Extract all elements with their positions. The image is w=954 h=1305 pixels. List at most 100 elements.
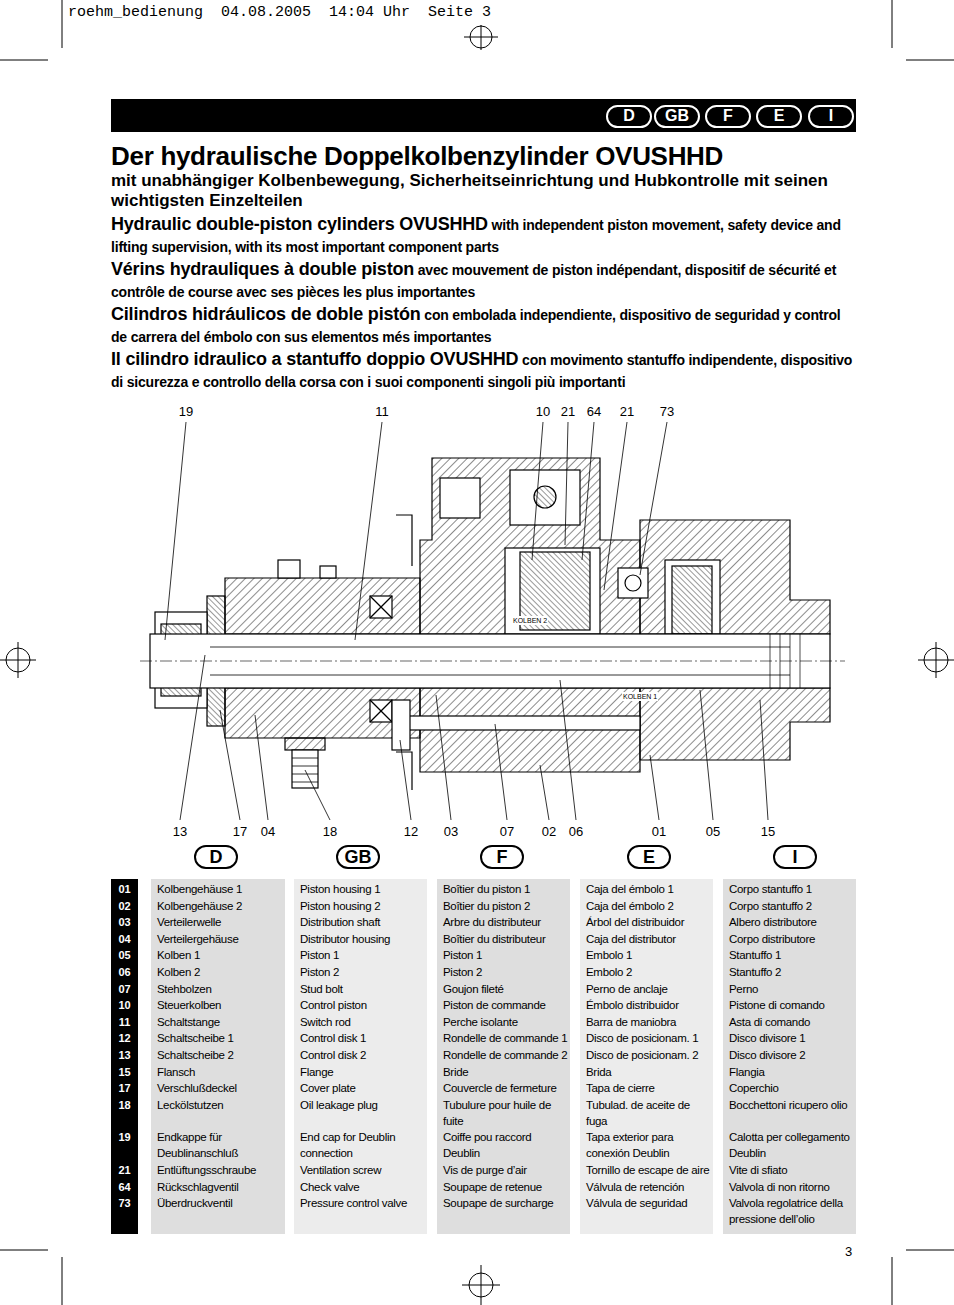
translated-heading: Vérins hydrauliques à double piston avec… (111, 259, 856, 303)
part-name: Leckölstutzen (157, 1097, 283, 1113)
crop-marks (0, 1250, 48, 1251)
crop-marks (906, 1250, 954, 1251)
crop-marks (464, 37, 498, 38)
cylinder-section (370, 596, 392, 618)
callout-number: 11 (375, 404, 389, 419)
part-name: Check valve (300, 1179, 425, 1195)
part-name: Goujon fileté (443, 981, 568, 997)
part-name: Arbre du distributeur (443, 914, 568, 930)
part-name: Piston de commande (443, 997, 568, 1013)
shaft-bore (210, 675, 790, 676)
part-name: Tubulure pour huile de fuite (443, 1097, 568, 1129)
part-number: 04 (111, 931, 138, 947)
part-number: 11 (111, 1014, 138, 1030)
leader-lines (604, 422, 627, 590)
title: Der hydraulische Doppelkolbenzylinder OV… (111, 141, 723, 172)
piston-1 (672, 566, 712, 634)
part-number: 01 (111, 881, 138, 897)
heading-main: Il cilindro idraulico a stantuffo doppio… (111, 349, 518, 369)
bearing (370, 700, 392, 722)
language-badge: I (773, 845, 817, 869)
language-badge: I (808, 105, 854, 128)
callout-number: 06 (569, 824, 583, 839)
thread (800, 634, 801, 688)
page-number: 3 (845, 1244, 852, 1259)
leader-lines (582, 422, 594, 560)
callout-number: 05 (706, 824, 720, 839)
part-name: Albero distributore (729, 914, 854, 930)
part-name: Distributor housing (300, 931, 425, 947)
thread (790, 634, 791, 688)
part-name: Válvula de retención (586, 1179, 711, 1195)
part-name: Piston housing 1 (300, 881, 425, 897)
badge-text: I (792, 848, 797, 866)
part-name: Soupape de surcharge (443, 1195, 568, 1211)
callout-number: 12 (404, 824, 418, 839)
part-name: Perche isolante (443, 1014, 568, 1030)
part-name: Ventilation screw (300, 1162, 425, 1178)
part-name: Flansch (157, 1064, 283, 1080)
part-name: Stantuffo 2 (729, 964, 854, 980)
part-number: 05 (111, 947, 138, 963)
cylinder-section (140, 458, 845, 790)
callout-number: 03 (444, 824, 458, 839)
crop-marks (462, 1285, 500, 1286)
drain-ribs (292, 766, 318, 767)
part-number: 17 (111, 1080, 138, 1096)
leader-lines (165, 422, 186, 640)
left-housing (225, 688, 420, 738)
callout-number: 01 (652, 824, 666, 839)
cylinder-section (370, 700, 392, 722)
part-name: Piston 1 (300, 947, 425, 963)
part-name: Control disk 1 (300, 1030, 425, 1046)
part-name: Rückschlagventil (157, 1179, 283, 1195)
part-name: Embolo 1 (586, 947, 711, 963)
part-number: 03 (111, 914, 138, 930)
part-name: End cap for Deublin connection (300, 1129, 425, 1161)
part-name: Oil leakage plug (300, 1097, 425, 1113)
part-name: Embolo 2 (586, 964, 711, 980)
leader-lines (305, 770, 330, 820)
leader-lines (565, 422, 568, 545)
drain-plug (292, 750, 318, 788)
leader-lines (495, 724, 507, 820)
part-name: Tubulad. de aceite de fuga (586, 1097, 711, 1129)
language-badge: E (756, 105, 802, 128)
part-name: Corpo stantuffo 2 (729, 898, 854, 914)
part-name: Disco divisore 2 (729, 1047, 854, 1063)
print-header: roehm_bedienung 04.08.2005 14:04 Uhr Sei… (68, 4, 491, 21)
middle-block (420, 458, 640, 634)
leader-lines (400, 740, 411, 820)
language-badge: GB (336, 845, 380, 869)
part-name: Valvola regolatrice della pressione dell… (729, 1195, 854, 1227)
part-name: Flangia (729, 1064, 854, 1080)
part-name: Bride (443, 1064, 568, 1080)
control-piston (510, 470, 580, 525)
clamp (396, 515, 412, 566)
part-name: Tapa de cierre (586, 1080, 711, 1096)
badge-text: GB (665, 108, 689, 124)
valve (618, 568, 648, 598)
crop-marks (936, 642, 937, 678)
part-name: Disco divisore 1 (729, 1030, 854, 1046)
crop-marks (0, 60, 48, 61)
part-name: Disco de posicionam. 1 (586, 1030, 711, 1046)
drain-plug (285, 738, 325, 750)
left-housing (225, 578, 420, 634)
callout-number: 17 (233, 824, 247, 839)
part-name: Asta di comando (729, 1014, 854, 1030)
part-name: Distribution shaft (300, 914, 425, 930)
part-number: 73 (111, 1195, 138, 1211)
badge-text: F (723, 108, 733, 124)
part-name: Schaltscheibe 1 (157, 1030, 283, 1046)
leader-lines (165, 422, 768, 820)
badge-text: D (623, 108, 635, 124)
language-badge: D (606, 105, 652, 128)
part-name: Caja del émbolo 1 (586, 881, 711, 897)
part-name: Coiffe pou raccord Deublin (443, 1129, 568, 1161)
crop-marks (62, 1257, 63, 1305)
cylinder-section (370, 700, 392, 722)
part-number: 12 (111, 1030, 138, 1046)
part-number: 15 (111, 1064, 138, 1080)
part-name: Stud bolt (300, 981, 425, 997)
